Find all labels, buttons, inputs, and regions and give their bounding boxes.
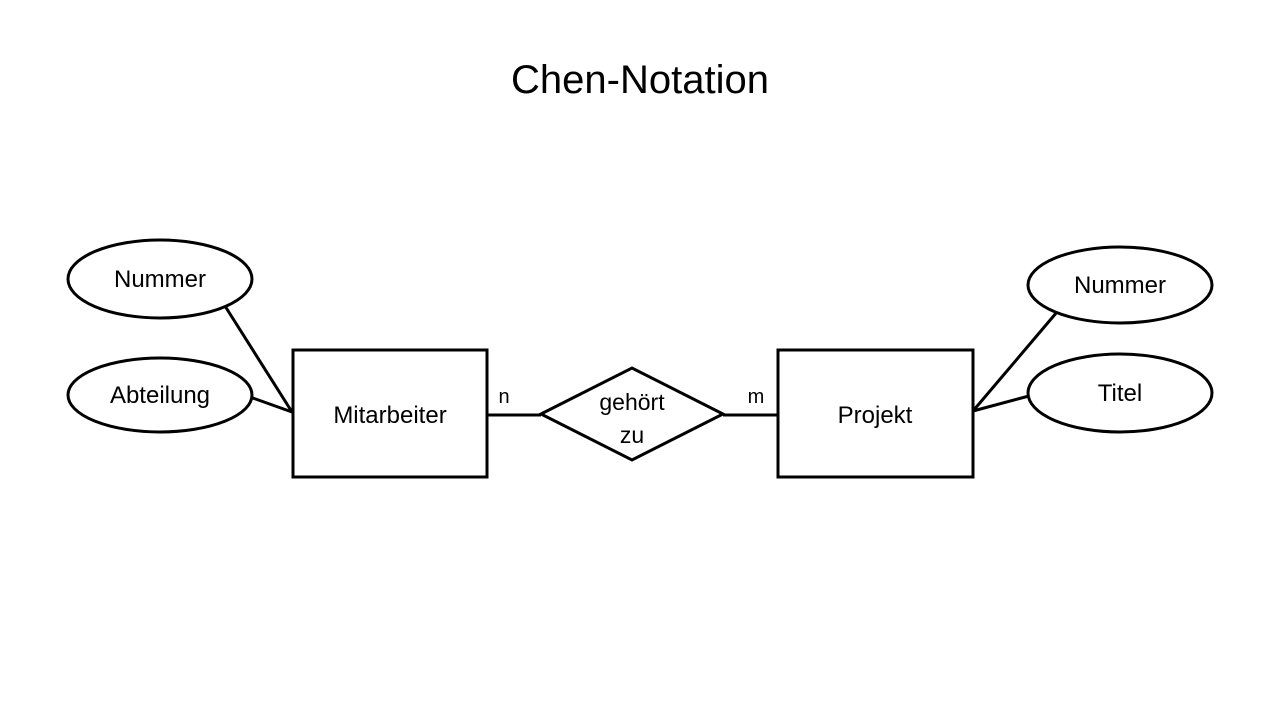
attribute-label-titel: Titel [1098, 380, 1142, 407]
entity-projekt: Projekt [776, 348, 975, 479]
attribute-mitarbeiter-abteilung: Abteilung [66, 356, 254, 434]
relationship-gehoert-zu: gehört zu [537, 366, 727, 462]
attribute-mitarbeiter-nummer: Nummer [66, 238, 254, 320]
entity-box-mitarbeiter [291, 348, 489, 479]
attribute-label-nummer-left: Nummer [114, 266, 206, 293]
diagram-title: Chen-Notation [511, 58, 769, 102]
relationship-diamond [537, 366, 727, 462]
relationship-label-line1: gehört [599, 389, 665, 415]
attribute-label-abteilung: Abteilung [110, 382, 210, 409]
entity-label-mitarbeiter: Mitarbeiter [333, 402, 446, 429]
cardinality-label-n: n [498, 386, 509, 408]
attribute-ellipse-titel [1026, 352, 1214, 434]
attribute-label-nummer-right: Nummer [1074, 272, 1166, 299]
attribute-ellipse-abteilung [66, 356, 254, 434]
attribute-ellipse-nummer-right [1026, 245, 1214, 325]
entity-label-projekt: Projekt [838, 402, 913, 429]
connector-projekt-to-nummer [971, 311, 1059, 412]
entity-box-projekt [776, 348, 975, 479]
attribute-ellipse-nummer-left [66, 238, 254, 320]
cardinality-label-m: m [748, 386, 765, 408]
entity-mitarbeiter: Mitarbeiter [291, 348, 489, 479]
connector-projekt-to-titel [972, 394, 1030, 413]
connector-nummer-to-mitarbeiter [223, 305, 294, 413]
attribute-projekt-titel: Titel [1026, 352, 1214, 434]
relationship-label-line2: zu [620, 422, 644, 448]
attribute-projekt-nummer: Nummer [1026, 245, 1214, 325]
connector-abteilung-to-mitarbeiter [249, 395, 293, 414]
